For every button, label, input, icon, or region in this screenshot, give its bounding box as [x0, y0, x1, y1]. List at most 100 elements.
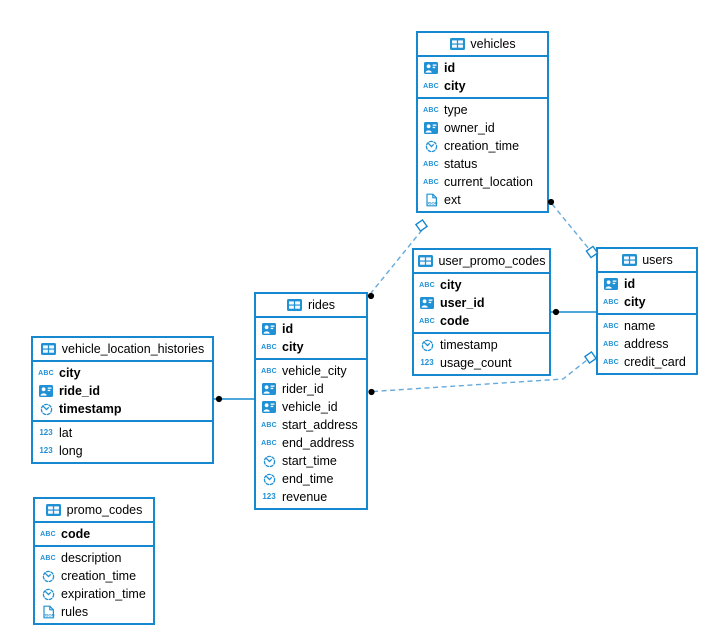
column-row[interactable]: owner_id	[418, 119, 547, 137]
string-icon: ABC	[419, 281, 435, 289]
column-row[interactable]: ABC current_location	[423, 175, 533, 189]
table-header[interactable]: rides	[256, 294, 366, 318]
column-row[interactable]: ABC address	[603, 337, 669, 351]
column-row[interactable]: ABC credit_card	[603, 355, 686, 369]
table-title: promo_codes	[66, 503, 143, 517]
string-icon: ABC	[603, 322, 619, 330]
table-header[interactable]: vehicle_location_histories	[33, 338, 212, 362]
columns-section: 123 lat 123 long	[33, 422, 212, 462]
table-vehicles[interactable]: vehicles id ABC city ABC type owner_id	[416, 31, 549, 213]
string-icon: ABC	[261, 367, 277, 375]
number-icon: 123	[420, 358, 434, 367]
string-icon: ABC	[423, 82, 439, 90]
string-icon: ABC	[261, 421, 277, 429]
string-icon: ABC	[40, 554, 56, 562]
columns-section: ABC name ABC address ABC credit_card	[598, 315, 696, 373]
primary-key-section: id ABC city	[256, 318, 366, 360]
column-row[interactable]: creation_time	[35, 567, 153, 585]
json-icon	[423, 193, 439, 207]
column-row[interactable]: end_time	[256, 470, 366, 488]
column-row[interactable]: 123 usage_count	[420, 356, 512, 370]
id-icon	[261, 383, 277, 395]
string-icon: ABC	[261, 439, 277, 447]
string-icon: ABC	[40, 530, 56, 538]
column-row[interactable]: ABC city	[423, 79, 466, 93]
column-row[interactable]: ABC status	[423, 157, 478, 171]
columns-section: ABC type owner_id creation_time ABC stat…	[418, 99, 547, 211]
column-row[interactable]: ABC city	[603, 295, 646, 309]
table-header[interactable]: vehicles	[418, 33, 547, 57]
id-icon	[419, 297, 435, 309]
column-row[interactable]: ABC name	[603, 319, 656, 333]
column-row[interactable]: ABC vehicle_city	[261, 364, 347, 378]
primary-key-section: id ABC city	[598, 273, 696, 315]
column-row[interactable]: ABC code	[40, 527, 91, 541]
column-row[interactable]: expiration_time	[35, 585, 153, 603]
id-icon	[38, 385, 54, 397]
column-row[interactable]: ABC city	[261, 340, 304, 354]
primary-key-section: ABC city ride_id timestamp	[33, 362, 212, 422]
table-title: vehicle_location_histories	[61, 342, 205, 356]
primary-key-section: id ABC city	[418, 57, 547, 99]
id-icon	[423, 122, 439, 134]
table-users[interactable]: users id ABC city ABC name ABC address A…	[596, 247, 698, 375]
column-row[interactable]: 123 lat	[39, 426, 73, 440]
column-row[interactable]: timestamp	[414, 336, 549, 354]
table-rides[interactable]: rides id ABC city ABC vehicle_city rider…	[254, 292, 368, 510]
timestamp-icon	[40, 570, 56, 583]
table-icon	[621, 254, 637, 266]
json-icon	[40, 605, 56, 619]
timestamp-icon	[40, 588, 56, 601]
column-row[interactable]: ABC start_address	[261, 418, 358, 432]
column-row[interactable]: ABC description	[40, 551, 122, 565]
table-header[interactable]: user_promo_codes	[414, 250, 549, 274]
column-row[interactable]: ABC city	[419, 278, 462, 292]
column-row[interactable]: timestamp	[33, 400, 212, 418]
string-icon: ABC	[261, 343, 277, 351]
table-icon	[287, 299, 303, 311]
column-row[interactable]: 123 revenue	[262, 490, 328, 504]
timestamp-icon	[261, 473, 277, 486]
column-row[interactable]: creation_time	[418, 137, 547, 155]
string-icon: ABC	[419, 317, 435, 325]
table-title: vehicles	[470, 37, 516, 51]
number-icon: 123	[262, 492, 276, 501]
column-row[interactable]: ABC code	[419, 314, 470, 328]
timestamp-icon	[419, 339, 435, 352]
column-row[interactable]: vehicle_id	[256, 398, 366, 416]
table-vehicle-location-histories[interactable]: vehicle_location_histories ABC city ride…	[31, 336, 214, 464]
id-icon	[261, 323, 277, 335]
string-icon: ABC	[603, 358, 619, 366]
column-row[interactable]: rules	[35, 603, 153, 621]
primary-key-section: ABC city user_id ABC code	[414, 274, 549, 334]
column-row[interactable]: id	[598, 275, 696, 293]
string-icon: ABC	[603, 298, 619, 306]
column-row[interactable]: id	[256, 320, 366, 338]
column-row[interactable]: ride_id	[33, 382, 212, 400]
relationship-user-promo-codes-users[interactable]	[551, 308, 596, 316]
relationship-vehicle-location-histories-rides[interactable]	[214, 395, 254, 403]
id-icon	[423, 62, 439, 74]
column-row[interactable]: ABC end_address	[261, 436, 355, 450]
table-header[interactable]: users	[598, 249, 696, 273]
table-header[interactable]: promo_codes	[35, 499, 153, 523]
string-icon: ABC	[603, 340, 619, 348]
table-user-promo-codes[interactable]: user_promo_codes ABC city user_id ABC co…	[412, 248, 551, 376]
columns-section: timestamp 123 usage_count	[414, 334, 549, 374]
relationship-vehicles-users[interactable]	[547, 198, 599, 259]
string-icon: ABC	[38, 369, 54, 377]
column-row[interactable]: 123 long	[39, 444, 83, 458]
table-promo-codes[interactable]: promo_codes ABC code ABC description cre…	[33, 497, 155, 625]
column-row[interactable]: id	[418, 59, 547, 77]
table-title: user_promo_codes	[438, 254, 546, 268]
column-row[interactable]: ext	[418, 191, 547, 209]
number-icon: 123	[39, 428, 53, 437]
column-row[interactable]: user_id	[414, 294, 549, 312]
column-row[interactable]: ABC type	[423, 103, 468, 117]
column-row[interactable]: start_time	[256, 452, 366, 470]
column-row[interactable]: ABC city	[38, 366, 81, 380]
string-icon: ABC	[423, 178, 439, 186]
column-row[interactable]: rider_id	[256, 380, 366, 398]
